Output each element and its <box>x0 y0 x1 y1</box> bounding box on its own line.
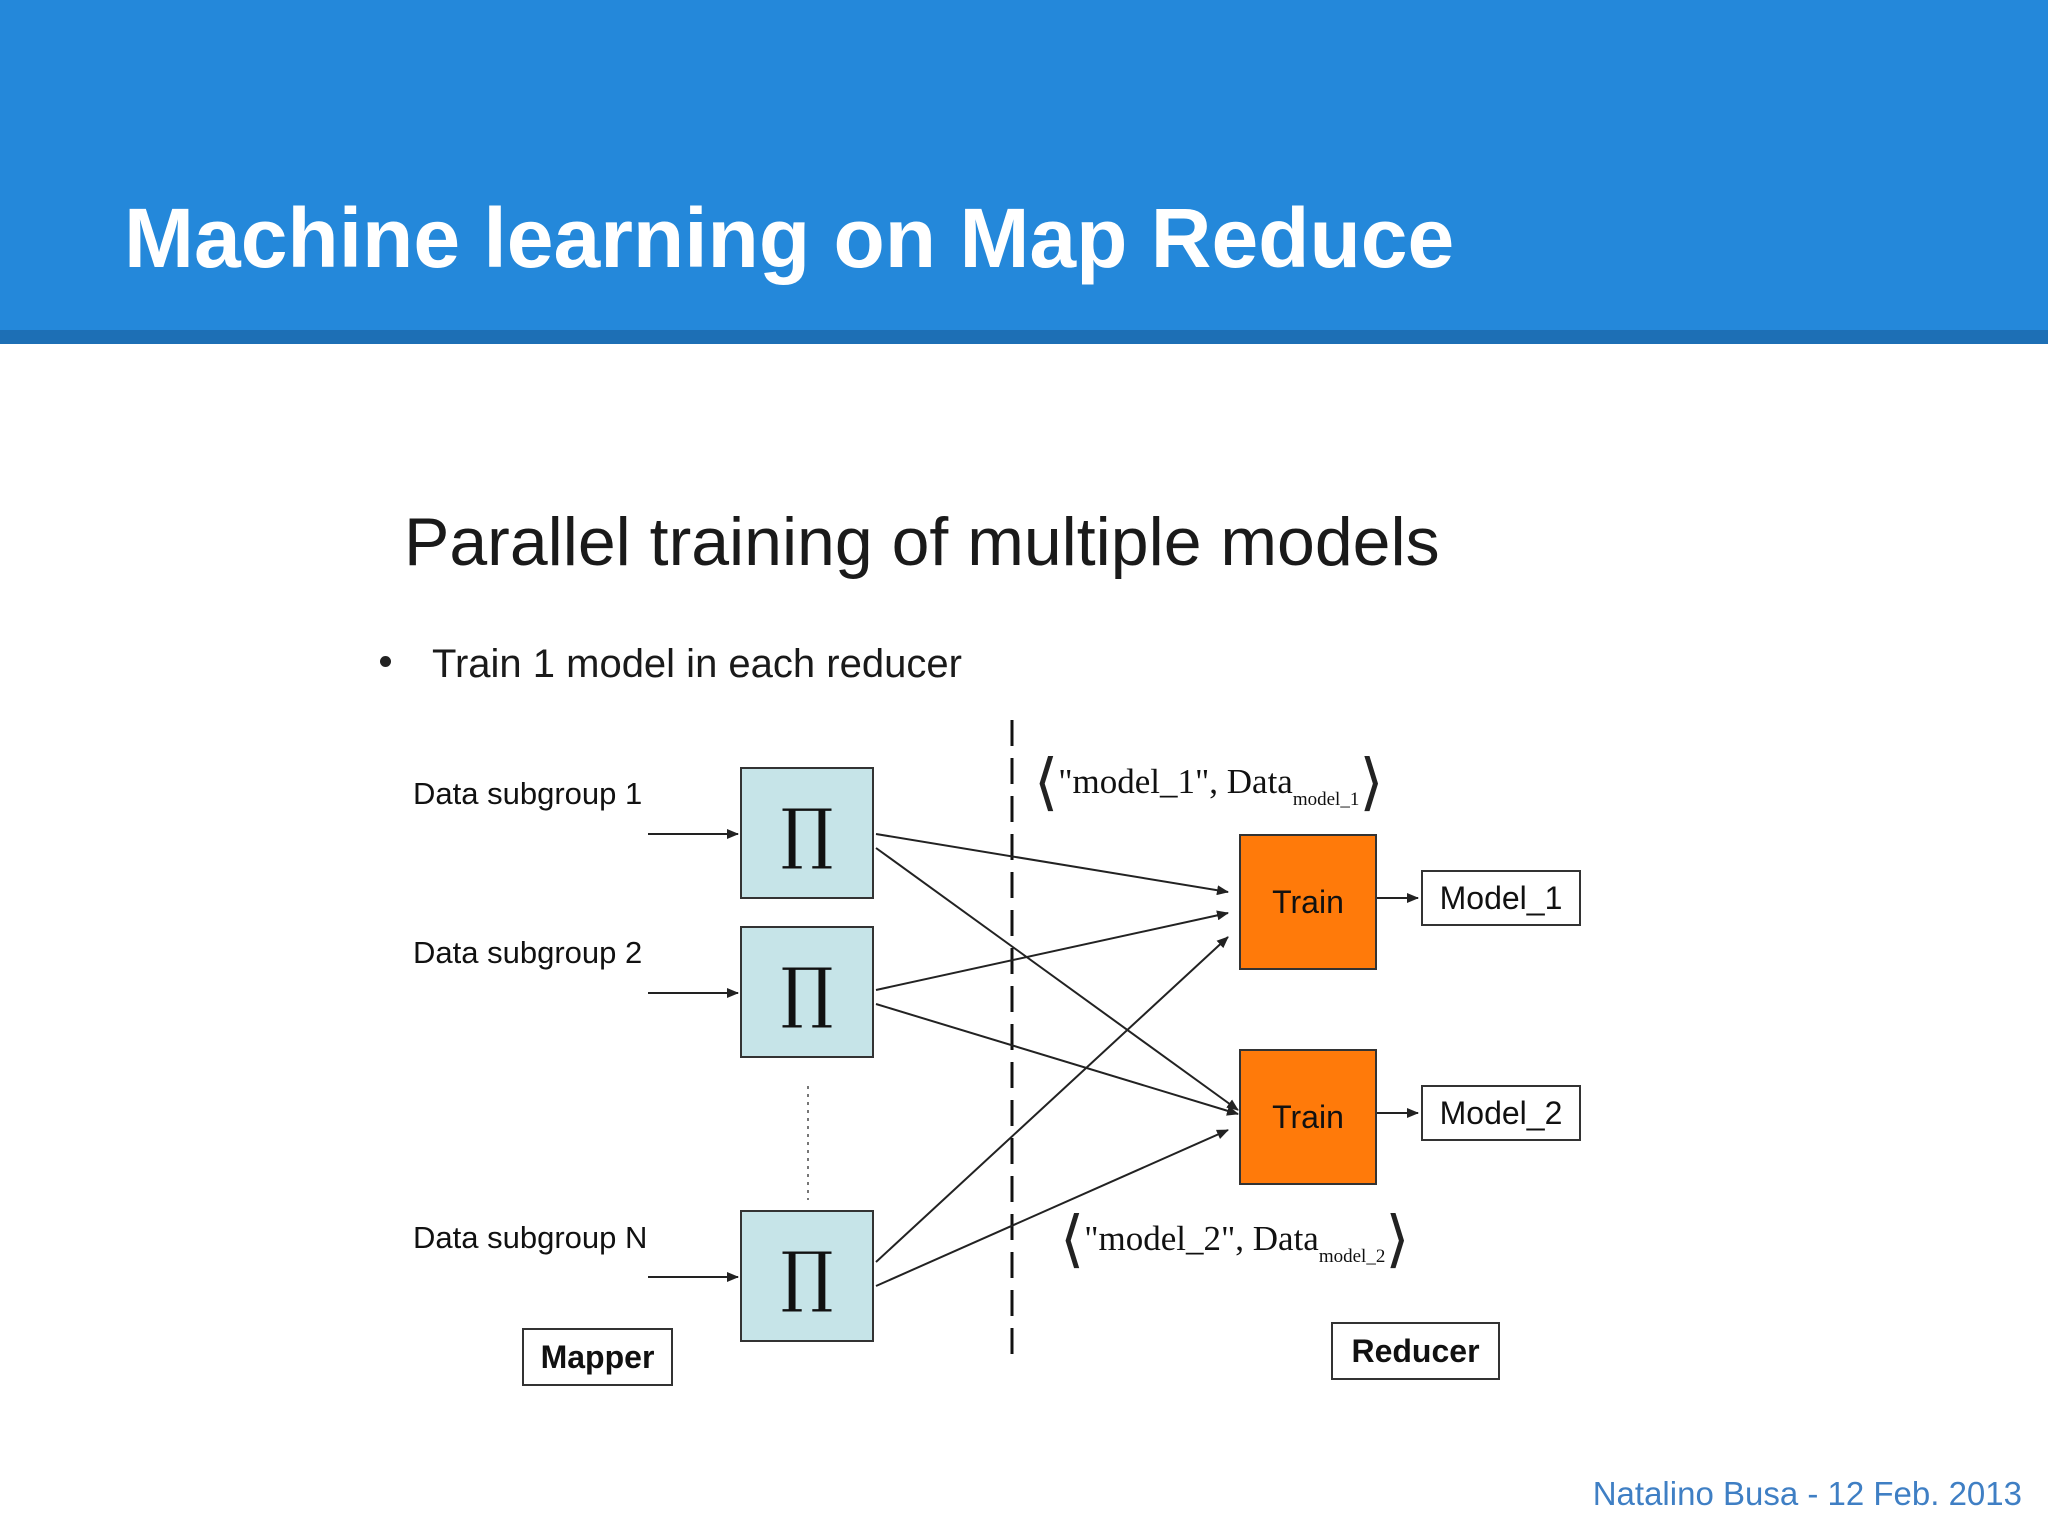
key-value-label-2: ⟨"model_2", Datamodel_2⟩ <box>1060 1206 1410 1274</box>
shuffle-arrow <box>875 847 1239 1111</box>
model-box-1: Model_1 <box>1421 870 1581 926</box>
header-bar <box>0 0 2048 330</box>
mapper-box-n: ∏ <box>740 1210 874 1342</box>
input-label-1: Data subgroup 1 <box>413 776 643 811</box>
slide-title: Machine learning on Map Reduce <box>124 191 1455 285</box>
header-rule <box>0 330 2048 344</box>
mapper-box-2: ∏ <box>740 926 874 1058</box>
shuffle-arrow <box>875 1129 1229 1287</box>
model-box-2: Model_2 <box>1421 1085 1581 1141</box>
shuffle-arrow <box>875 910 1229 991</box>
input-label-2: Data subgroup 2 <box>413 935 643 970</box>
shuffle-arrow <box>875 1003 1239 1116</box>
diagram-title: Parallel training of multiple models <box>404 504 1440 580</box>
key-value-label-1: ⟨"model_1", Datamodel_1⟩ <box>1034 749 1384 817</box>
mapper-box-1: ∏ <box>740 767 874 899</box>
mapper-caption: Mapper <box>522 1328 673 1386</box>
footer-credit: Natalino Busa - 12 Feb. 2013 <box>1592 1475 2022 1512</box>
train-box-1: Train <box>1239 834 1377 970</box>
bullet-text: Train 1 model in each reducer <box>432 642 962 686</box>
bullet-icon <box>380 656 391 667</box>
reducer-caption: Reducer <box>1331 1322 1500 1380</box>
shuffle-arrow <box>875 936 1229 1263</box>
train-box-2: Train <box>1239 1049 1377 1185</box>
shuffle-arrow <box>875 833 1229 896</box>
input-label-n: Data subgroup N <box>413 1220 648 1255</box>
